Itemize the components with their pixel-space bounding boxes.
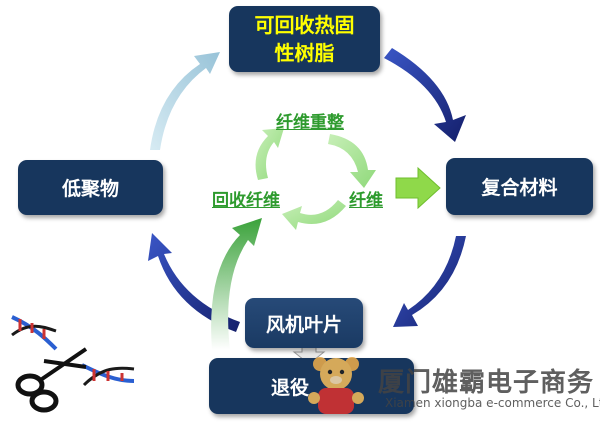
- arrow-oligomer-to-thermoset: [150, 52, 220, 150]
- inner-arrow-recycled-to-reorganize: [255, 128, 284, 180]
- node-recyclable-thermoset-line1: 可回收热固: [254, 13, 355, 37]
- node-composite: 复合材料: [446, 158, 593, 215]
- node-wind-blade-label: 风机叶片: [265, 313, 342, 336]
- inner-arrow-reorganize-to-fiber: [328, 134, 376, 188]
- node-oligomer: 低聚物: [18, 160, 163, 215]
- arrow-blade-to-recycled-fiber: [211, 218, 262, 350]
- label-recycled-fiber: 回收纤维: [212, 191, 280, 211]
- dna-scissors-icon: [11, 315, 135, 413]
- node-composite-label: 复合材料: [481, 177, 558, 199]
- watermark-company-en: Xiamen xiongba e-commerce Co., Ltd: [385, 396, 600, 410]
- node-recyclable-thermoset: 可回收热固 性树脂: [229, 6, 380, 72]
- node-oligomer-label: 低聚物: [61, 178, 119, 200]
- arrow-composite-to-blade: [393, 236, 466, 327]
- inner-arrow-fiber-to-recycled: [282, 200, 346, 230]
- node-retire: 退役: [209, 358, 414, 414]
- label-fiber: 纤维: [349, 191, 383, 211]
- label-fiber-reorganize: 纤维重整: [276, 113, 344, 133]
- node-retire-label: 退役: [271, 376, 310, 399]
- arrow-thermoset-to-composite: [384, 48, 466, 142]
- bear-mascot-icon: [308, 357, 364, 414]
- watermark-company-cn: 厦门雄霸电子商务: [378, 368, 595, 398]
- arrow-retire-to-oligomer: [148, 233, 240, 332]
- node-recyclable-thermoset-line2: 性树脂: [274, 41, 335, 65]
- arrow-fiber-to-composite: [395, 166, 441, 210]
- node-wind-blade: 风机叶片: [245, 298, 363, 348]
